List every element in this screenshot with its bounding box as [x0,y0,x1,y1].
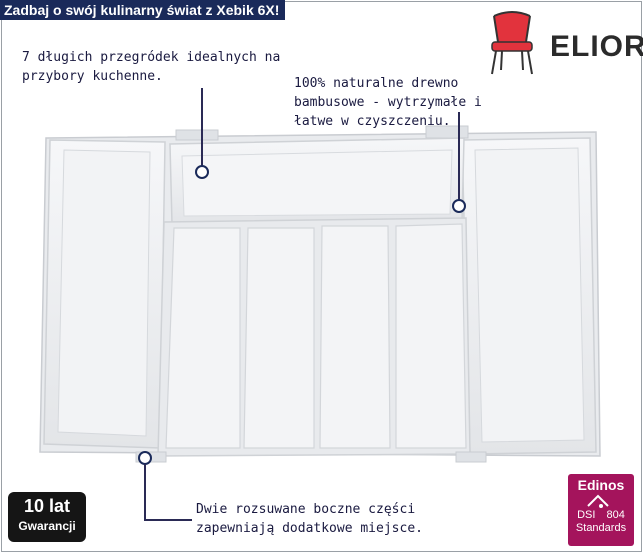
callout-dividers-marker [195,165,209,179]
certificate-codes: DSI 804 [568,509,634,521]
callout-sides-marker [138,451,152,465]
certificate-code-right: 804 [606,509,625,521]
certificate-code-left: DSI [577,509,596,521]
warranty-years: 10 lat [23,496,71,516]
brand-name: ELIOR [550,30,643,63]
callout-material: 100% naturalne drewno bambusowe - wytrzy… [294,76,482,129]
warranty-badge: 10 lat Gwarancji [8,492,86,542]
callout-sides-leader-v [144,464,146,520]
edinos-logo-icon [587,494,609,508]
callout-dividers: 7 długich przegródek idealnych na przybo… [22,50,281,84]
callout-material-marker [452,199,466,213]
chair-icon [491,11,533,75]
brand-logo: ELIOR [480,8,643,78]
callout-sides: Dwie rozsuwane boczne części zapewniają … [196,502,423,536]
certificate-badge: Edinos DSI 804 Standards [568,474,634,546]
callout-dividers-leader [201,88,203,168]
callout-sides-leader-h [144,519,192,521]
certificate-name: Edinos [577,477,625,493]
warranty-label: Gwarancji [18,519,76,533]
banner-title: Zadbaj o swój kulinarny świat z Xebik 6X… [0,0,286,20]
callout-material-leader [458,112,460,204]
certificate-label: Standards [575,522,627,534]
